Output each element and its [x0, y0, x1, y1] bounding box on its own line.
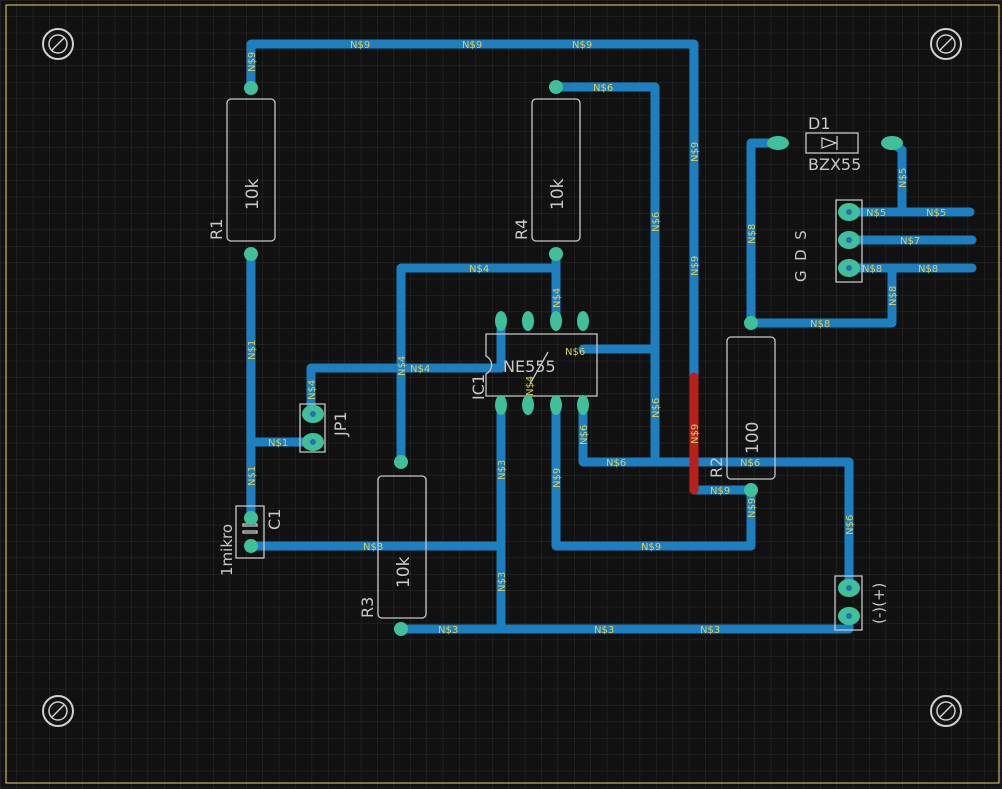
ic1-body	[485, 333, 598, 397]
trace-n4-left	[396, 263, 561, 467]
net-label: N$5	[898, 168, 909, 188]
r2-value: 100	[743, 422, 763, 454]
net-label: N$5	[866, 208, 886, 219]
net-label: N$6	[740, 458, 760, 469]
d1-value: BZX55	[808, 155, 861, 174]
trace-n9-top	[246, 39, 699, 382]
silkscreen	[226, 98, 863, 631]
d1-body	[805, 132, 859, 154]
net-label: N$9	[572, 40, 592, 51]
net-label: N$8	[888, 286, 899, 306]
mosfet-pin-labels: G D S	[792, 230, 810, 282]
d1-name: D1	[808, 114, 831, 133]
ic1-mark	[529, 351, 549, 385]
trace-n6-left	[578, 400, 660, 467]
ic1-name: IC1	[469, 374, 488, 400]
ic1-value: NE555	[503, 357, 556, 376]
r4-value: 10k	[548, 178, 568, 210]
jp1-outline	[299, 403, 326, 453]
net-label: N$9	[552, 468, 563, 488]
net-label: N$3	[363, 542, 383, 553]
net-labels: N$9 N$9 N$9 N$9 N$9 N$9 N$9 N$9 N$9 N$9 …	[247, 40, 946, 636]
c1-name: C1	[265, 509, 284, 530]
r2-body	[726, 336, 776, 480]
mounting-hole-bottom-right	[930, 695, 962, 727]
net-label: N$1	[268, 438, 288, 449]
c1-body	[235, 505, 265, 559]
mounting-hole-top-left	[42, 28, 74, 60]
net-label: N$5	[926, 208, 946, 219]
net-label: N$4	[552, 288, 563, 308]
net-label: N$9	[350, 40, 370, 51]
net-label: N$9	[247, 52, 258, 72]
net-label: N$3	[700, 625, 720, 636]
r2-name: R2	[707, 457, 726, 478]
net-label: N$4	[410, 364, 430, 375]
r1-value: 10k	[243, 178, 263, 210]
r4-name: R4	[512, 219, 531, 240]
net-label: N$3	[497, 460, 508, 480]
net-label: N$1	[247, 340, 258, 360]
net-label: N$3	[438, 625, 458, 636]
net-label: N$9	[641, 542, 661, 553]
net-label: N$9	[690, 424, 701, 444]
net-label: N$4	[525, 376, 536, 396]
mounting-holes	[42, 28, 962, 727]
net-label: N$6	[845, 515, 856, 535]
net-label: N$8	[862, 264, 882, 275]
net-label: N$9	[690, 256, 701, 276]
c1-value: 1mikro	[218, 524, 236, 576]
net-label: N$1	[247, 466, 258, 486]
mounting-hole-bottom-left	[42, 695, 74, 727]
net-label: N$6	[579, 425, 590, 445]
net-label: N$6	[606, 458, 626, 469]
net-label: N$6	[565, 347, 585, 358]
mosfet-outline	[835, 199, 863, 283]
net-label: N$9	[710, 486, 730, 497]
r4-body	[531, 98, 581, 242]
net-label: N$3	[594, 625, 614, 636]
net-label: N$9	[690, 142, 701, 162]
trace-n4-jp	[306, 316, 506, 419]
board-outline	[5, 4, 1000, 784]
r1-body	[226, 98, 276, 242]
d1-symbol	[821, 137, 838, 149]
r1-name: R1	[207, 219, 226, 240]
component-labels: 10k R1 10k R4 10k R3 100 R2 NE555 IC1 C1…	[207, 114, 888, 624]
net-label: N$4	[307, 380, 318, 400]
jp1-name: JP1	[331, 411, 350, 437]
r3-name: R3	[358, 597, 377, 618]
net-label: N$8	[747, 224, 758, 244]
net-label: N$9	[747, 498, 758, 518]
trace-n9-lower	[551, 400, 756, 551]
mounting-hole-top-right	[930, 28, 962, 60]
r3-value: 10k	[394, 556, 414, 588]
net-label: N$8	[918, 264, 938, 275]
net-label: N$9	[462, 40, 482, 51]
net-label: N$7	[900, 236, 920, 247]
net-label: N$6	[651, 398, 662, 418]
net-label: N$3	[497, 572, 508, 592]
net-label: N$4	[469, 264, 489, 275]
power-outline	[834, 575, 863, 631]
bottom-traces	[246, 39, 977, 634]
pad-holes	[310, 209, 852, 619]
power-label: (-)(+)	[870, 583, 888, 624]
net-label: N$4	[397, 356, 408, 376]
c1-plate-2	[242, 530, 258, 534]
r3-body	[377, 475, 427, 619]
net-label: N$6	[593, 83, 613, 94]
net-label: N$8	[810, 319, 830, 330]
net-label: N$6	[651, 212, 662, 232]
